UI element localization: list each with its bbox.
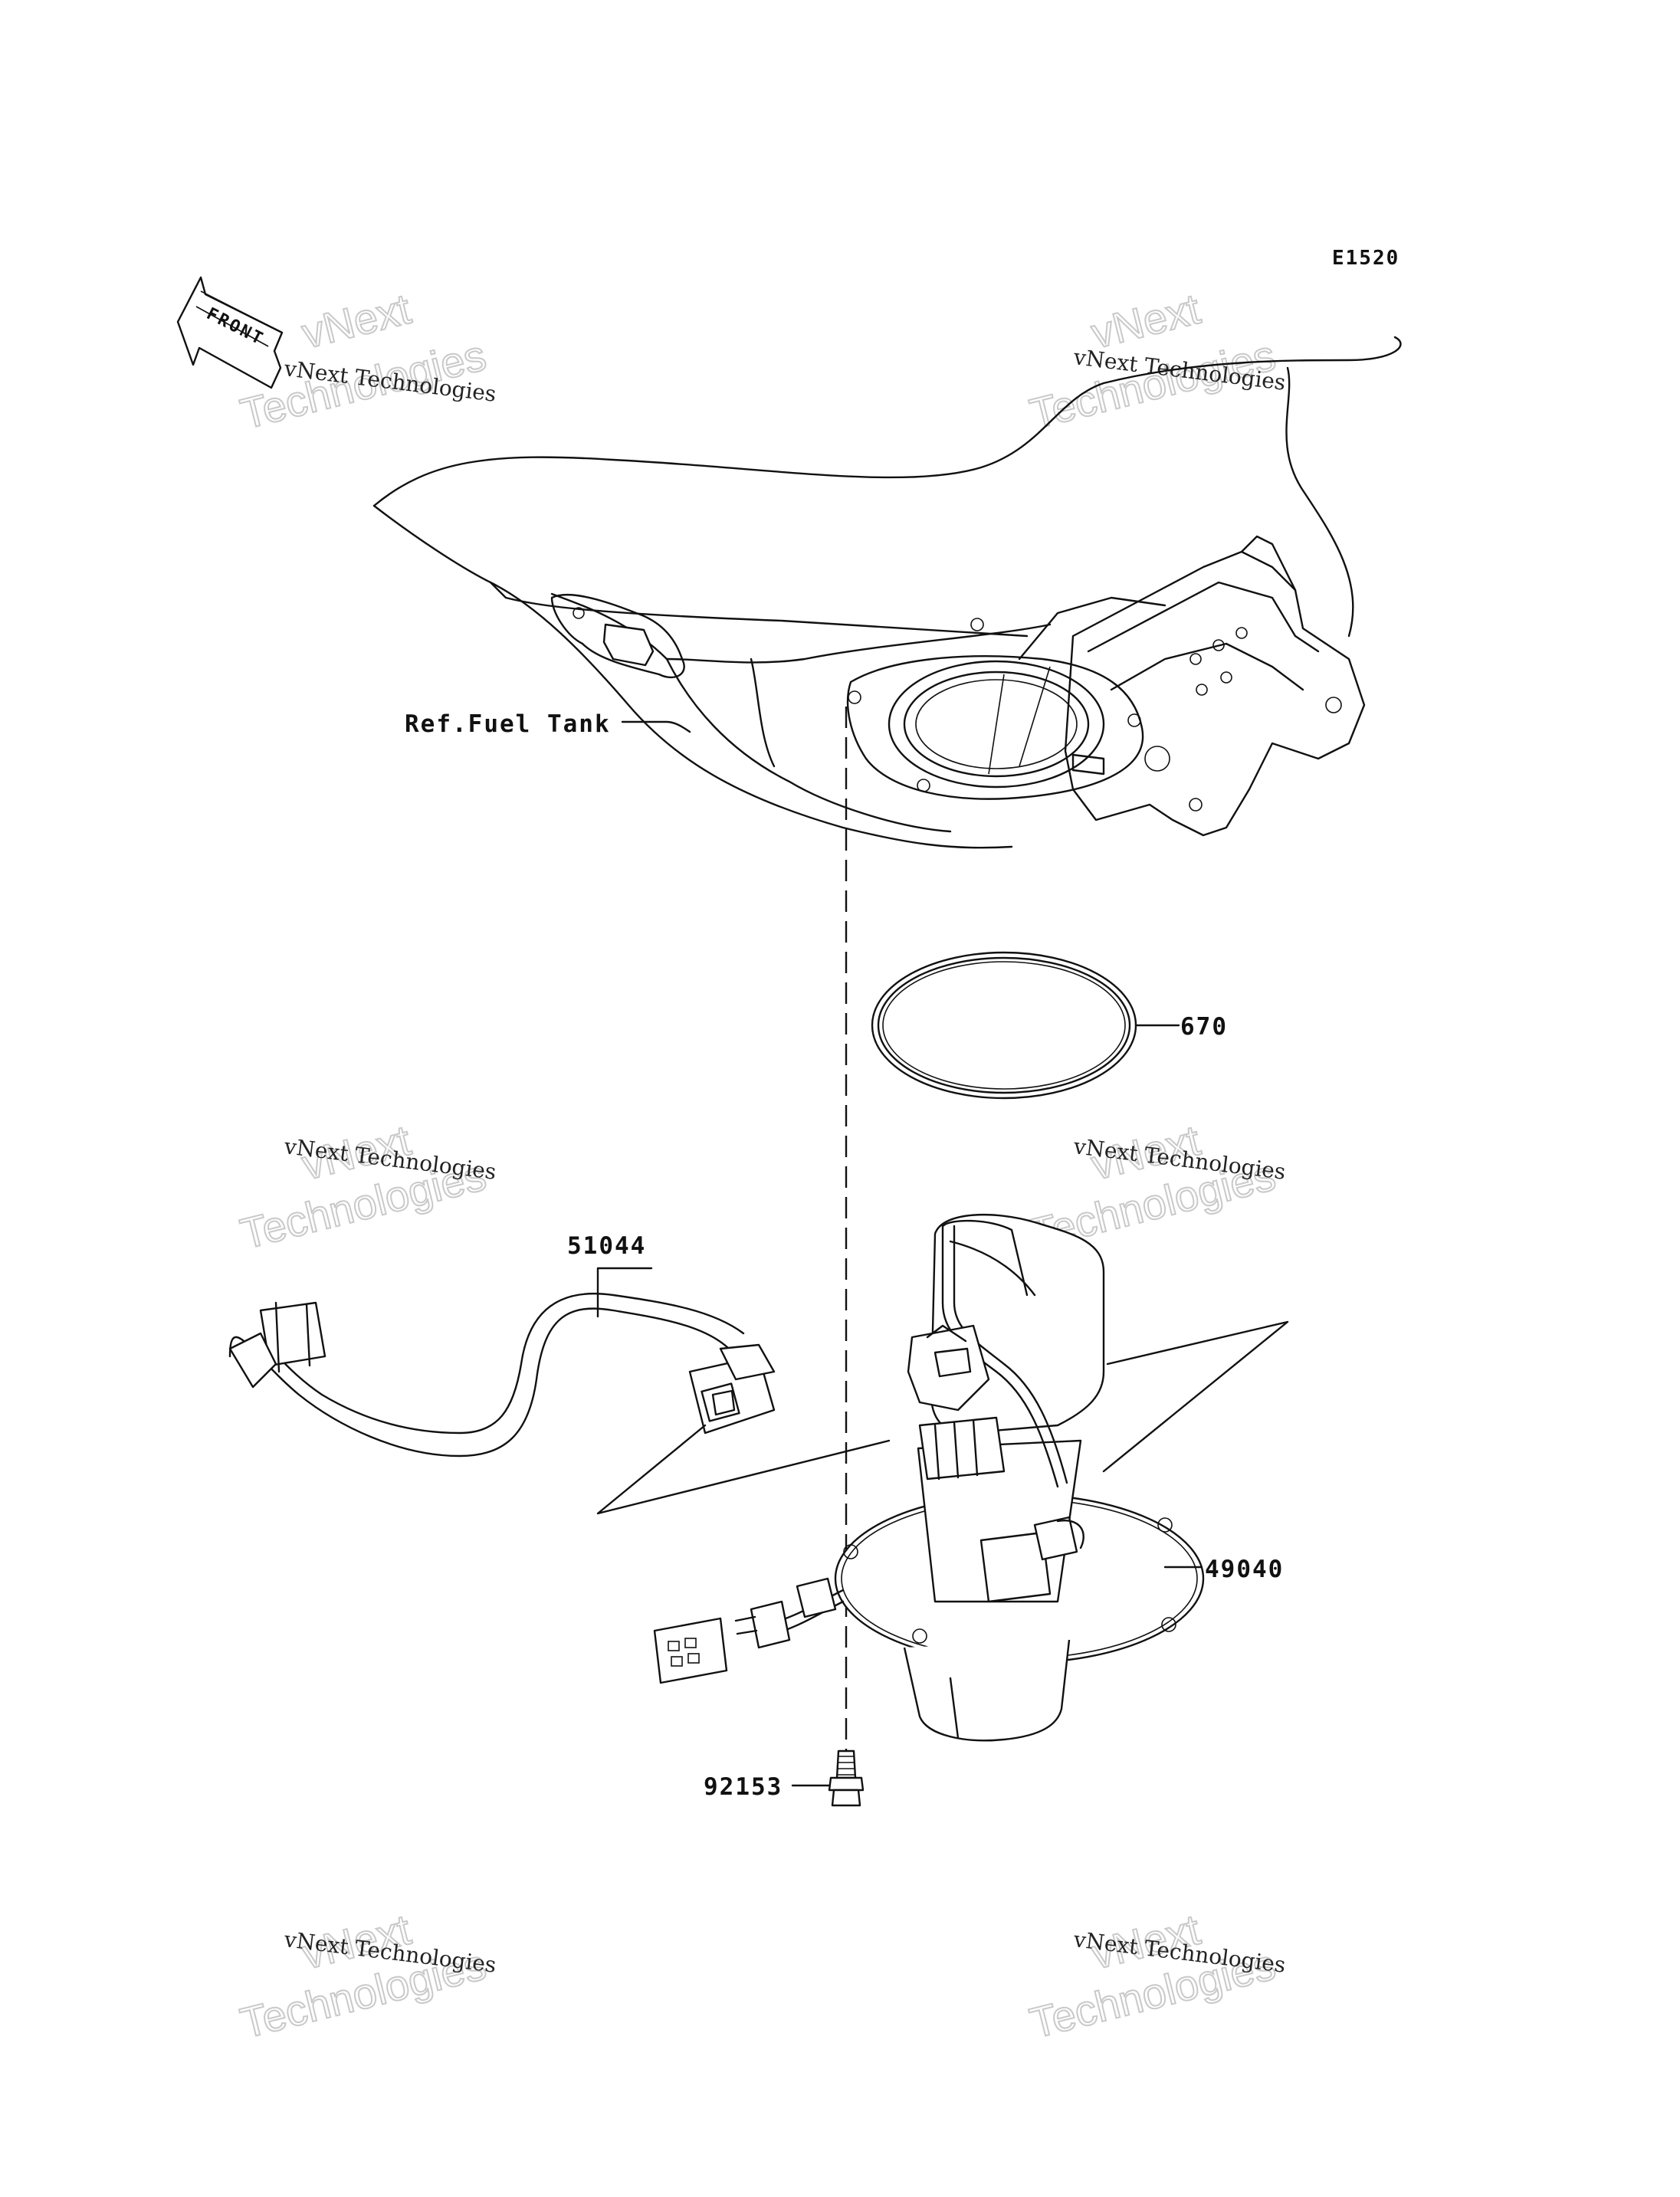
part-number-670: 670 (1180, 1013, 1228, 1041)
gasket-ring (871, 951, 1137, 1100)
leader-51044 (596, 1267, 653, 1318)
watermark-top-right: vNext Technologies vNext Technologies (1025, 284, 1288, 439)
front-arrow-icon: FRONT (176, 276, 284, 389)
pump-callout-lines (1102, 1320, 1289, 1473)
fuel-hose (228, 1292, 776, 1458)
fuel-tank-outline (372, 336, 1402, 849)
hose-callout-lines (596, 1424, 891, 1515)
watermark-big-1: vNext (1087, 284, 1206, 358)
bolt (828, 1749, 865, 1807)
part-number-49040: 49040 (1205, 1556, 1284, 1583)
fuel-pump-assembly (653, 1214, 1205, 1742)
part-number-51044: 51044 (567, 1232, 646, 1260)
part-number-92153: 92153 (704, 1773, 783, 1801)
watermark-bottom-right: vNext Technologies vNext Technologies (1025, 1904, 1288, 2048)
ref-leader-line (621, 720, 691, 733)
diagram-code: E1520 (1332, 247, 1399, 270)
watermark-big-1: vNext (297, 284, 416, 358)
watermark-bottom-left: vNext Technologies vNext Technologies (235, 1904, 498, 2048)
ref-fuel-tank-label: Ref.Fuel Tank (405, 710, 611, 738)
watermark-mid-left: vNext Technologies vNext Technologies (235, 1115, 498, 1259)
